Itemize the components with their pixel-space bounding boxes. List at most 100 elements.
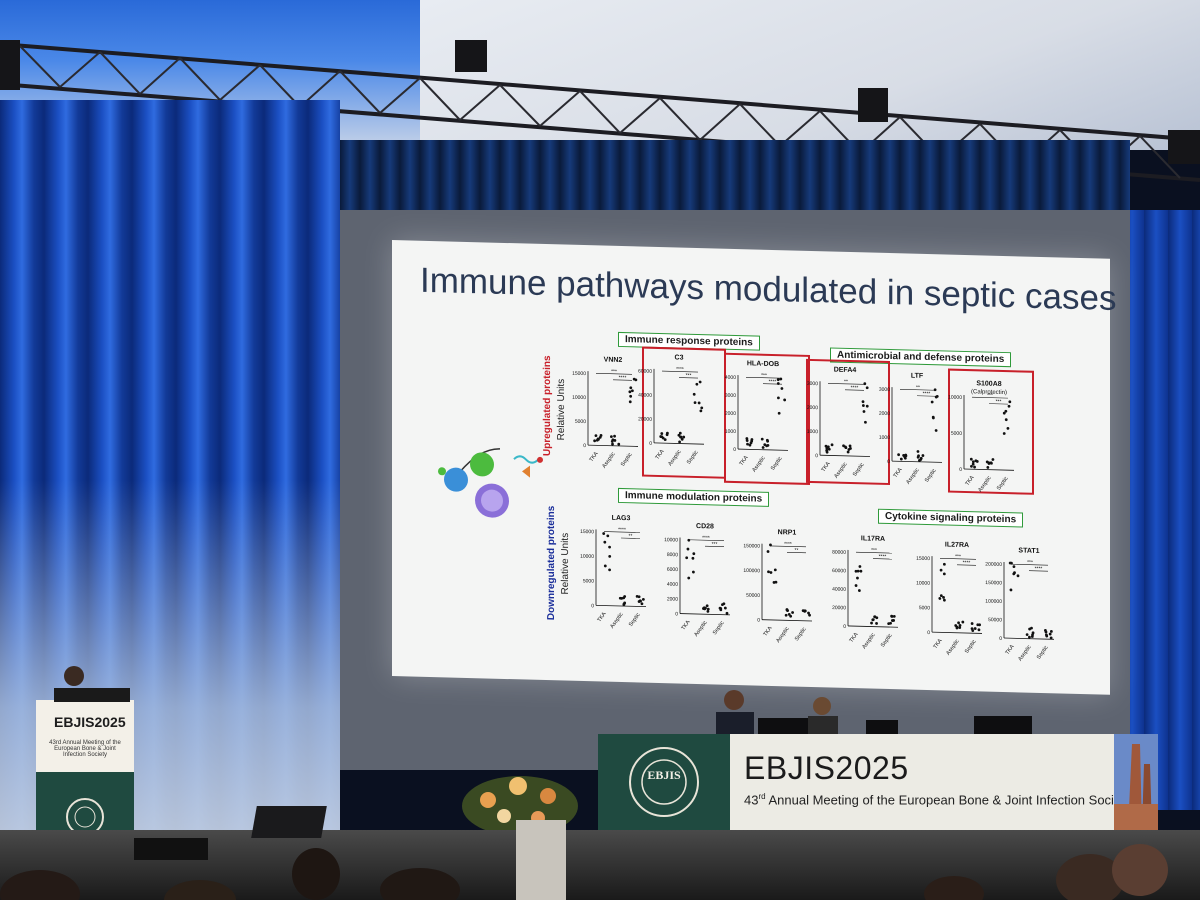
plot-tick-label: 0: [649, 441, 652, 447]
plot-tick-label: 5000: [919, 605, 930, 611]
plot-tick-label: 50000: [988, 617, 1002, 623]
plot-tick-label: 100000: [985, 599, 1002, 605]
lectern-stand: [516, 820, 566, 900]
plot-sig-bar: [828, 383, 864, 385]
plot-tick-label: 0: [999, 636, 1002, 642]
plot-category-label: Septic: [996, 476, 1010, 492]
stage-light: [858, 88, 888, 122]
plot-subtitle-s100a8: (Calprotectin): [971, 389, 1007, 396]
plot-title-s100a8: S100A8: [976, 380, 1001, 388]
plot-data-point: [699, 409, 703, 413]
plot-data-point: [603, 540, 607, 544]
plot-data-point: [1025, 633, 1029, 637]
plot-data-point: [892, 614, 896, 618]
plot-data-point: [1012, 572, 1016, 576]
plot-category-label: TKA: [763, 625, 774, 637]
plot-title-nrp1: NRP1: [778, 529, 797, 536]
plot-sig-label: ****: [769, 379, 777, 385]
plot-tick-label: 0: [887, 459, 890, 465]
plot-data-point: [766, 443, 770, 447]
plot-tick-label: 40000: [638, 392, 652, 398]
plot-tick-label: 20000: [638, 416, 652, 422]
plot-data-point: [692, 552, 696, 556]
plot-sig-bar: [972, 396, 1008, 399]
plot-data-point: [767, 570, 770, 574]
plot-data-point: [622, 603, 626, 607]
plot-data-point: [916, 450, 920, 453]
plot-category-label: Aseptic: [977, 475, 992, 493]
plot-tick-label: 6000: [667, 567, 678, 573]
panel-members: [716, 690, 838, 738]
plot-data-point: [725, 611, 729, 615]
plot-tick-label: 1000: [807, 429, 818, 435]
plot-category-label: Aseptic: [905, 467, 920, 485]
plot-data-point: [746, 442, 749, 446]
plot-tick-label: 8000: [667, 552, 678, 558]
plot-data-point: [748, 443, 752, 447]
plot-sig-label: ***: [987, 393, 993, 399]
plot-category-label: TKA: [821, 461, 832, 473]
plot-data-point: [942, 572, 946, 576]
plot-data-point: [632, 377, 636, 381]
plot-data-point: [791, 611, 794, 614]
plot-tick-label: 50000: [746, 593, 760, 599]
pathway-illustration: [438, 448, 543, 518]
plot-data-point: [719, 608, 723, 612]
plot-data-point: [825, 449, 829, 452]
plot-data-point: [603, 564, 607, 568]
plot-tick-label: 3000: [725, 393, 736, 399]
plot-tick-label: 0: [927, 630, 930, 636]
plot-data-point: [890, 615, 894, 618]
plot-sig-label: ***: [686, 373, 692, 379]
plot-data-point: [958, 623, 962, 627]
plot-data-point: [613, 439, 617, 442]
plot-data-point: [687, 576, 691, 580]
plot-data-point: [617, 442, 621, 446]
plot-data-point: [863, 382, 867, 386]
plot-data-point: [680, 437, 684, 441]
plot-data-point: [887, 622, 891, 626]
plot-tick-label: 60000: [638, 368, 652, 374]
plot-data-point: [970, 464, 973, 468]
plot-x-axis-defa4: [820, 454, 870, 457]
plot-data-point: [610, 435, 613, 439]
plot-sig-label: ***: [712, 541, 718, 547]
plot-data-point: [865, 404, 869, 408]
plot-data-point: [930, 400, 934, 404]
stage-light: [0, 40, 20, 90]
plot-tick-label: 2000: [725, 411, 736, 417]
plot-data-point: [685, 556, 689, 560]
plot-sig-label: ****: [784, 541, 792, 547]
plot-category-label: Aseptic: [751, 455, 766, 473]
plot-data-point: [661, 436, 665, 440]
plot-data-point: [695, 382, 699, 386]
projected-slide: Immune pathways modulated in septic case…: [392, 240, 1116, 695]
plot-tick-label: 100000: [743, 568, 760, 574]
plot-data-point: [629, 394, 633, 398]
stage-light: [455, 40, 487, 72]
banner-logo-panel: EBJIS: [598, 734, 730, 830]
plot-category-label: Septic: [964, 639, 978, 655]
plot-data-point: [938, 597, 942, 600]
plot-sig-label: ****: [879, 554, 887, 560]
plot-category-label: Aseptic: [775, 626, 790, 644]
plot-data-point: [856, 569, 860, 573]
banner-title: EBJIS2025: [744, 750, 909, 786]
plot-sig-label: **: [795, 548, 799, 554]
plot-sig-bar: [746, 376, 782, 379]
plot-data-point: [807, 611, 810, 615]
plot-data-point: [939, 568, 943, 572]
plot-tick-label: 3000: [879, 387, 890, 393]
plot-tick-label: 2000: [807, 405, 818, 411]
plot-data-point: [931, 416, 935, 420]
plot-data-point: [1030, 635, 1034, 638]
plot-data-point: [1006, 426, 1010, 430]
plot-title-ltf: LTF: [911, 373, 924, 380]
plot-category-label: Septic: [852, 462, 866, 478]
plot-data-point: [854, 569, 858, 573]
plot-category-label: TKA: [589, 451, 600, 463]
plot-title-c3: C3: [675, 354, 684, 361]
plot-sig-label: ****: [618, 527, 626, 533]
plot-sig-bar: [1012, 563, 1048, 566]
plot-data-point: [903, 455, 907, 459]
